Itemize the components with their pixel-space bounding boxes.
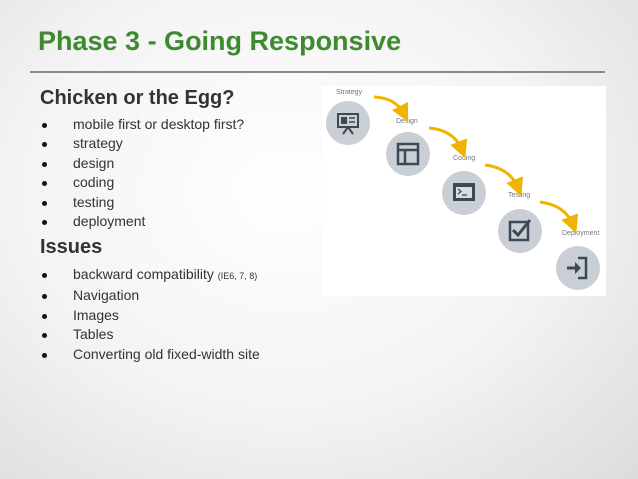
step-circle-design xyxy=(386,132,430,176)
list-item: testing xyxy=(40,193,244,212)
step-circle-strategy xyxy=(326,101,370,145)
terminal-icon xyxy=(453,183,475,201)
bullet-icon xyxy=(42,200,47,206)
list-item: strategy xyxy=(40,134,244,153)
step-label-deployment: Deployment xyxy=(562,230,599,237)
title-divider xyxy=(30,71,605,73)
bullet-icon xyxy=(42,294,47,300)
list-item: backward compatibility (IE6, 7, 8) xyxy=(40,265,260,286)
list-item: Tables xyxy=(40,325,260,344)
list-item: Images xyxy=(40,306,260,325)
bullet-icon xyxy=(42,220,47,226)
list-item-text: Tables xyxy=(73,326,114,343)
list-item: coding xyxy=(40,173,244,192)
deploy-icon xyxy=(567,256,588,280)
section-heading-issues: Issues xyxy=(40,236,103,258)
list-item: deployment xyxy=(40,212,244,231)
list-item-text: coding xyxy=(73,174,115,191)
bullet-icon xyxy=(42,352,47,358)
list-item-text: Images xyxy=(73,306,119,323)
bullet-icon xyxy=(42,333,47,339)
list-item: Navigation xyxy=(40,286,260,305)
bullet-icon xyxy=(42,313,47,319)
list-item-text: Navigation xyxy=(73,287,140,304)
section2-list: backward compatibility (IE6, 7, 8) Navig… xyxy=(40,265,260,364)
list-item-text: backward compatibility xyxy=(73,266,214,282)
section1-list: mobile first or desktop first? strategy … xyxy=(40,115,244,231)
workflow-diagram: Strategy Design Coding Testing Deploymen… xyxy=(322,86,606,296)
bullet-icon xyxy=(42,181,47,187)
bullet-icon xyxy=(42,161,47,167)
list-item-text: mobile first or desktop first? xyxy=(73,116,245,132)
list-item-text: deployment xyxy=(73,213,146,230)
list-item-text: design xyxy=(73,154,115,171)
arrow-testing-deployment xyxy=(539,200,579,234)
section-heading-chicken-egg: Chicken or the Egg? xyxy=(40,87,235,109)
slide-title: Phase 3 - Going Responsive xyxy=(38,26,402,56)
step-label-strategy: Strategy xyxy=(336,89,363,96)
step-label-design: Design xyxy=(396,118,418,125)
bullet-icon xyxy=(42,273,47,278)
presentation-icon xyxy=(337,113,359,135)
arrow-strategy-design xyxy=(373,95,409,123)
bullet-icon xyxy=(42,123,47,128)
layout-icon xyxy=(396,142,420,166)
step-label-testing: Testing xyxy=(508,192,530,199)
workflow-svg: Strategy Design Coding Testing Deploymen… xyxy=(326,89,600,290)
checkbox-icon xyxy=(508,219,532,242)
list-item-text: strategy xyxy=(73,135,123,152)
arrow-coding-testing xyxy=(484,163,524,197)
bullet-icon xyxy=(42,142,47,148)
list-item: Converting old fixed-width site xyxy=(40,345,260,364)
list-item: mobile first or desktop first? xyxy=(40,115,244,134)
step-label-coding: Coding xyxy=(453,155,475,162)
arrow-design-coding xyxy=(428,126,468,159)
list-item: design xyxy=(40,154,244,173)
list-item-text: testing xyxy=(73,193,115,210)
list-item-text: Converting old fixed-width site xyxy=(73,345,260,362)
list-item-note: (IE6, 7, 8) xyxy=(217,271,258,281)
